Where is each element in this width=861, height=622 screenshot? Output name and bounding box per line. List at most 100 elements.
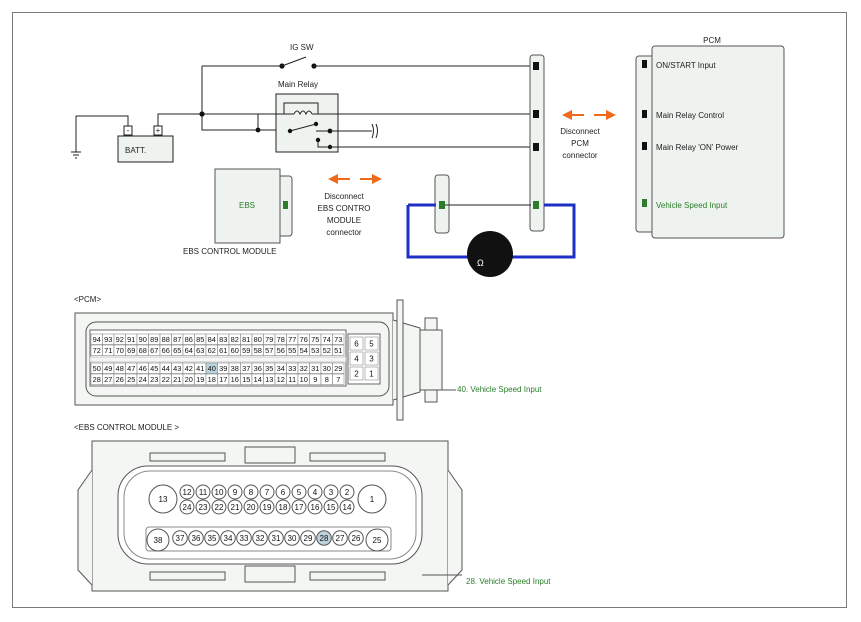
pcm-pin-number: 78 <box>277 335 285 344</box>
pcm-side-pin-number: 1 <box>369 370 374 379</box>
ebs-pin-number: 31 <box>272 534 281 543</box>
pcm-side-pin-number: 3 <box>369 355 374 364</box>
meter-lead-right <box>512 203 576 259</box>
pcm-pin-number: 47 <box>127 364 135 373</box>
ebs-pin-number: 21 <box>231 503 240 512</box>
pcm-pin-number: 13 <box>265 375 273 384</box>
ebs-pin-number: 12 <box>183 488 192 497</box>
ebs-pin <box>179 499 195 515</box>
pcm-pin-cell <box>332 333 345 345</box>
ebs-pin <box>291 484 307 500</box>
ebs-pin <box>148 484 178 514</box>
pcm-pin-number: 38 <box>231 364 239 373</box>
ig-sw-label: IG SW <box>290 43 314 52</box>
ebs-pin-number: 16 <box>311 503 320 512</box>
ebs-pin-number: 7 <box>265 488 270 497</box>
ebs-pin-number: 17 <box>295 503 304 512</box>
ebs-callout: 28. Vehicle Speed Input <box>466 577 551 586</box>
ebs-pin <box>332 530 348 546</box>
ebs-pin-number: 8 <box>249 488 254 497</box>
pcm-pin-number: 18 <box>208 375 216 384</box>
pcm-pin-number: 10 <box>300 375 308 384</box>
pcm-side-pin-cell <box>364 366 379 381</box>
pcm-pin-number: 79 <box>265 335 273 344</box>
pcm-pin-number: 57 <box>265 346 273 355</box>
ebs-pin-number: 29 <box>304 534 313 543</box>
battery-negative-wire <box>76 115 129 126</box>
pcm-pin-number: 12 <box>277 375 285 384</box>
ebs-connector-title: <EBS CONTROL MODULE > <box>74 423 179 432</box>
pcm-pin-number: 62 <box>208 346 216 355</box>
ebs-pin <box>365 528 389 552</box>
ebs-pin <box>227 499 243 515</box>
disconnect-pcm-line1: Disconnect <box>560 127 600 136</box>
ebs-pin <box>357 484 387 514</box>
battery-positive-terminal <box>153 125 163 136</box>
ebs-pin <box>339 484 355 500</box>
ebs-pin <box>252 530 268 546</box>
ebs-pin-number: 3 <box>329 488 334 497</box>
wire-break <box>375 123 378 139</box>
pcm-side-pin-cell <box>349 336 364 351</box>
pcm-pin-number: 52 <box>323 346 331 355</box>
ebs-pin-number: 24 <box>183 503 192 512</box>
pcm-pin-number: 50 <box>93 364 101 373</box>
pcm-pin-number: 75 <box>311 335 319 344</box>
ebs-pin <box>243 484 259 500</box>
ebs-pin <box>172 530 188 546</box>
pcm-pin-number: 53 <box>311 346 319 355</box>
multimeter-glyph: Ω <box>477 258 484 268</box>
ebs-pin <box>275 484 291 500</box>
pcm-pin-number: 16 <box>231 375 239 384</box>
ebs-pin-number: 1 <box>370 495 375 504</box>
pcm-side-pin-cell <box>349 366 364 381</box>
pcm-pin-marker <box>642 60 647 68</box>
pcm-pin-number: 34 <box>277 364 285 373</box>
ebs-pin <box>259 484 275 500</box>
pcm-pin-number: 28 <box>93 375 101 384</box>
pcm-pin-number: 71 <box>104 346 112 355</box>
relay-contact <box>287 128 293 134</box>
ebs-pin-number: 15 <box>327 503 336 512</box>
ebs-pin-number: 28 <box>320 534 329 543</box>
pcm-pin-number: 81 <box>242 335 250 344</box>
pcm-pin-label: Main Relay 'ON' Power <box>656 143 739 152</box>
pcm-pin-number: 92 <box>116 335 124 344</box>
pcm-pin-number: 88 <box>162 335 170 344</box>
pcm-pin-number: 89 <box>150 335 158 344</box>
pcm-pin-number: 33 <box>288 364 296 373</box>
pcm-side-pin-number: 2 <box>354 370 359 379</box>
pcm-pin-number: 8 <box>325 375 329 384</box>
pcm-pin-number: 68 <box>139 346 147 355</box>
supply-wire <box>201 66 258 131</box>
ebs-pin-number: 14 <box>343 503 352 512</box>
pcm-pin-number: 9 <box>313 375 317 384</box>
pcm-pin-label: ON/START Input <box>656 61 716 70</box>
ebs-pin <box>243 499 259 515</box>
disconnect-ebs-line3: MODULE <box>327 216 361 225</box>
main-relay-label: Main Relay <box>278 80 318 89</box>
pcm-pin-number: 49 <box>104 364 112 373</box>
pcm-pin-number: 39 <box>219 364 227 373</box>
junction-dot <box>255 127 261 133</box>
pcm-pin-number: 46 <box>139 364 147 373</box>
pcm-pin-number: 45 <box>150 364 158 373</box>
ebs-pin <box>307 484 323 500</box>
pcm-pin-number: 61 <box>219 346 227 355</box>
pcm-side-pin-number: 5 <box>369 340 374 349</box>
pcm-pin-number: 24 <box>139 375 147 384</box>
pcm-pin-number: 74 <box>323 335 331 344</box>
pcm-pin-number: 26 <box>116 375 124 384</box>
pcm-pin-number: 63 <box>196 346 204 355</box>
pcm-pin-number: 29 <box>334 364 342 373</box>
pcm-pin-number: 70 <box>116 346 124 355</box>
disconnect-pcm-line2: PCM <box>571 139 589 148</box>
ebs-pin <box>236 530 252 546</box>
pcm-pin-marker <box>642 199 647 207</box>
pcm-pin-number: 30 <box>323 364 331 373</box>
ebs-pin <box>179 484 195 500</box>
ebs-pin-number: 26 <box>352 534 361 543</box>
battery-positive-sign: + <box>156 126 161 135</box>
